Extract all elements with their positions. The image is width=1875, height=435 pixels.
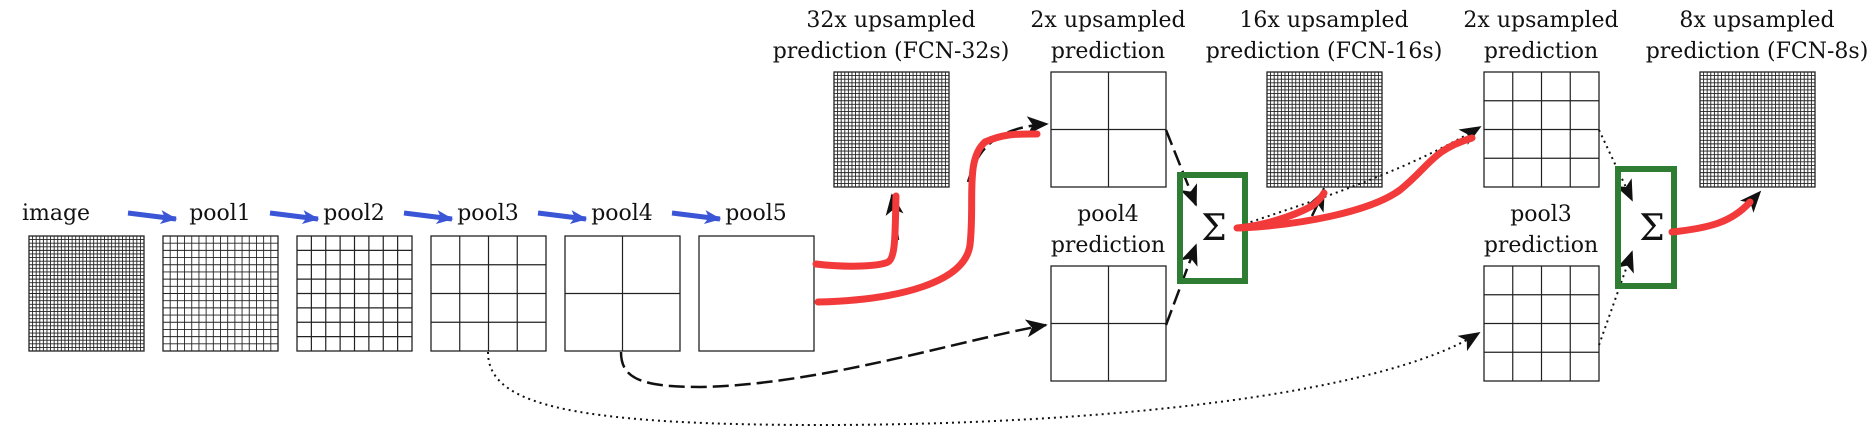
up2b-upsample-arrow bbox=[1244, 126, 1482, 225]
up2b-title-line2: prediction bbox=[1484, 39, 1598, 64]
pool2-label: pool2 bbox=[323, 201, 385, 226]
pool1-grid bbox=[162, 235, 279, 352]
pool3-prediction-grid bbox=[1483, 265, 1600, 382]
image-label: image bbox=[22, 201, 90, 226]
pool3pred-to-sum-arrow bbox=[1598, 250, 1634, 346]
pool-arrow-1 bbox=[127, 210, 178, 225]
fcn32-title-line1: 32x upsampled bbox=[806, 8, 975, 33]
up2a-title-line2: prediction bbox=[1051, 39, 1165, 64]
pool4-skip-arrow bbox=[619, 319, 1048, 389]
pool3-skip-arrow bbox=[487, 332, 1481, 427]
up2b-title-line1: 2x upsampled bbox=[1463, 8, 1618, 33]
sum-node-2-box bbox=[1615, 166, 1677, 289]
pool1-label: pool1 bbox=[189, 201, 251, 226]
fcn8-title-line2: prediction (FCN-8s) bbox=[1646, 39, 1869, 64]
up2a-prediction-grid bbox=[1050, 71, 1167, 188]
pool3-grid bbox=[430, 235, 547, 352]
pool2-grid bbox=[296, 235, 413, 352]
image-grid bbox=[28, 235, 145, 352]
fcn8-title-line1: 8x upsampled bbox=[1679, 8, 1834, 33]
sum-node-2-symbol: Σ bbox=[1639, 208, 1664, 249]
fcn32-title-line2: prediction (FCN-32s) bbox=[773, 39, 1010, 64]
pool-arrow-3 bbox=[403, 210, 454, 225]
pool-arrow-4 bbox=[537, 210, 588, 225]
pool4-label: pool4 bbox=[591, 201, 653, 226]
pool4-pred-title-line1: pool4 bbox=[1077, 202, 1139, 227]
pool4-grid bbox=[564, 235, 681, 352]
pool3-pred-title-line1: pool3 bbox=[1510, 202, 1572, 227]
pool5-grid-border bbox=[698, 235, 815, 352]
up2b-prediction-grid bbox=[1483, 71, 1600, 188]
pool3-label: pool3 bbox=[457, 201, 519, 226]
red-path-to-fcn8 bbox=[1668, 198, 1754, 236]
red-path-to-up2a bbox=[814, 130, 1041, 306]
up2a-title-line1: 2x upsampled bbox=[1030, 8, 1185, 33]
pool-arrows bbox=[127, 210, 722, 225]
pool5-label: pool5 bbox=[725, 201, 787, 226]
up2a-to-sum-arrow bbox=[1164, 129, 1198, 207]
fcn32-prediction-grid bbox=[833, 71, 950, 188]
pool-arrow-2 bbox=[269, 210, 320, 225]
pool3-pred-title-line2: prediction bbox=[1484, 233, 1598, 258]
red-path-to-up2b bbox=[1236, 134, 1476, 232]
pool4-prediction-grid bbox=[1050, 265, 1167, 382]
sum-node-1-symbol: Σ bbox=[1201, 208, 1226, 249]
pool5-grid bbox=[698, 235, 815, 352]
up2b-to-sum-arrow bbox=[1598, 129, 1633, 202]
fcn16-title-line1: 16x upsampled bbox=[1239, 8, 1408, 33]
fcn16-prediction-grid bbox=[1266, 71, 1383, 188]
fcn16-title-line2: prediction (FCN-16s) bbox=[1206, 39, 1443, 64]
pool4pred-to-sum-arrow bbox=[1164, 243, 1198, 326]
red-path-fcn32 bbox=[812, 192, 900, 270]
highlighted-path bbox=[812, 130, 1754, 306]
pool4-pred-title-line2: prediction bbox=[1051, 233, 1165, 258]
fcn8-prediction-grid bbox=[1699, 71, 1816, 188]
pool-arrow-5 bbox=[671, 210, 722, 225]
